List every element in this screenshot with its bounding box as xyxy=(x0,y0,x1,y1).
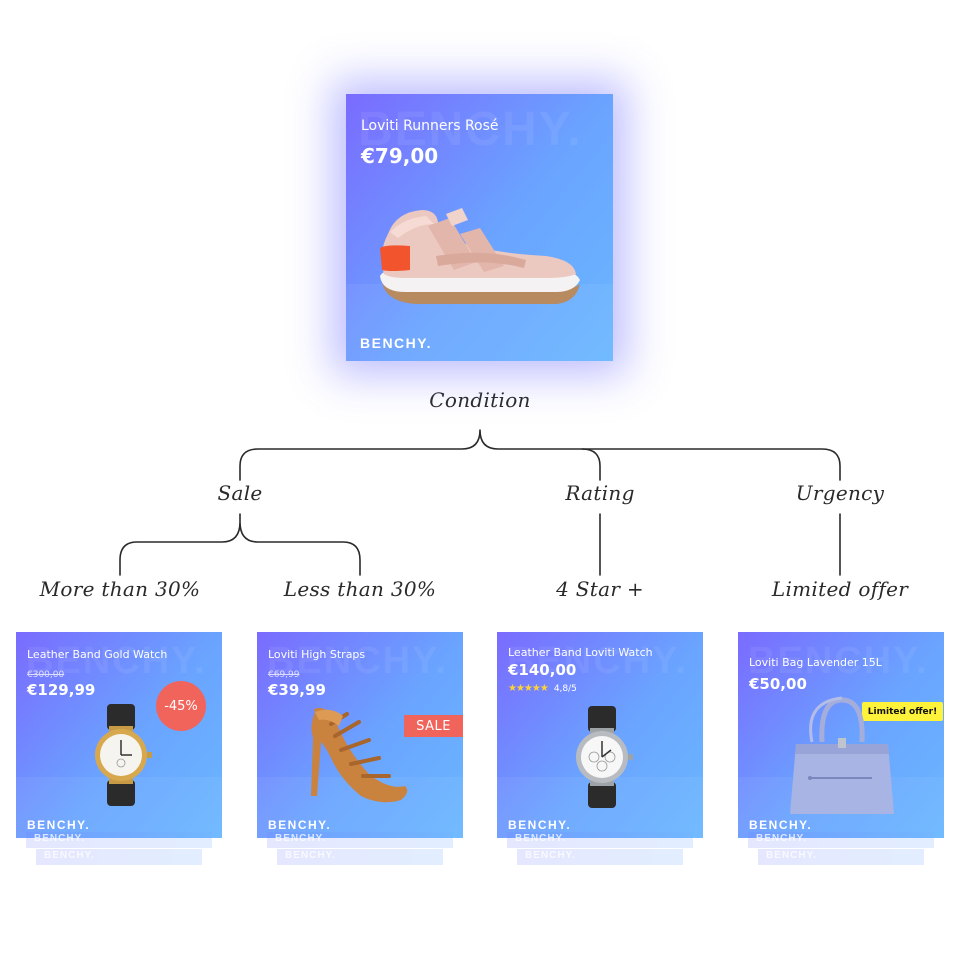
leaf-less-than-label: Less than 30% xyxy=(283,577,437,601)
card-watermark: BENCHY. xyxy=(26,640,207,682)
stacked-card-2b: BENCHY. xyxy=(277,849,443,865)
product-title: Leather Band Gold Watch xyxy=(27,648,168,661)
leaf-more-than-label: More than 30% xyxy=(39,577,201,601)
product-price: €50,00 xyxy=(749,675,807,693)
stacked-card-1a: BENCHY. xyxy=(26,832,212,848)
stacked-card-1b: BENCHY. xyxy=(36,849,202,865)
gold-watch-icon xyxy=(95,704,152,806)
limited-offer-badge: Limited offer! xyxy=(862,702,943,721)
product-title: Loviti Runners Rosé xyxy=(361,118,499,134)
connector-rating xyxy=(581,448,601,481)
stacked-card-3b: BENCHY. xyxy=(517,849,683,865)
product-title: Loviti High Straps xyxy=(268,648,366,661)
branch-sale-label: Sale xyxy=(217,481,263,505)
branch-rating-label: Rating xyxy=(565,481,635,505)
brand-logo: BENCHY. xyxy=(268,818,332,832)
product-title: Leather Band Loviti Watch xyxy=(508,646,653,659)
main-product-card: BENCHY. Loviti Runners Rosé €79,00 BENCH… xyxy=(346,94,613,361)
silver-watch-icon xyxy=(576,706,633,808)
brand-logo: BENCHY. xyxy=(749,818,813,832)
stacked-card-3a: BENCHY. xyxy=(507,832,693,848)
card-watermark: BENCHY. xyxy=(748,640,929,682)
product-card-gold-watch: BENCHY. Leather Band Gold Watch €300,00 … xyxy=(16,632,222,838)
stacked-card-4a: BENCHY. xyxy=(748,832,934,848)
product-price: €79,00 xyxy=(361,144,439,168)
card-watermark: BENCHY. xyxy=(267,640,448,682)
star-rating-icon: ★★★★★ xyxy=(508,683,549,694)
connector-root xyxy=(239,429,841,481)
leaf-four-star-label: 4 Star + xyxy=(556,577,644,601)
stacked-card-4b: BENCHY. xyxy=(758,849,924,865)
high-heel-icon xyxy=(311,708,408,803)
connector-sale xyxy=(119,513,361,576)
product-price: €39,99 xyxy=(268,681,326,699)
sneaker-icon xyxy=(380,208,580,304)
root-condition-label: Condition xyxy=(429,388,531,412)
sale-badge: SALE xyxy=(404,715,463,737)
rating-value: 4,8/5 xyxy=(553,683,577,694)
product-title: Loviti Bag Lavender 15L xyxy=(749,656,882,669)
card-watermark: BENCHY. xyxy=(507,640,688,682)
product-card-lavender-bag: BENCHY. Loviti Bag Lavender 15L €50,00 L… xyxy=(738,632,944,838)
product-old-price: €69,99 xyxy=(268,670,300,680)
discount-badge: -45% xyxy=(156,681,206,731)
product-old-price: €300,00 xyxy=(27,670,65,680)
card-watermark: BENCHY. xyxy=(358,103,583,156)
brand-logo: BENCHY. xyxy=(27,818,91,832)
product-price: €129,99 xyxy=(27,681,96,699)
stacked-card-2a: BENCHY. xyxy=(267,832,453,848)
brand-logo: BENCHY. xyxy=(360,335,432,351)
product-card-high-straps: BENCHY. Loviti High Straps €69,99 €39,99… xyxy=(257,632,463,838)
handbag-icon xyxy=(790,696,894,814)
product-price: €140,00 xyxy=(508,661,577,679)
brand-logo: BENCHY. xyxy=(508,818,572,832)
product-rating: ★★★★★ 4,8/5 xyxy=(508,683,577,694)
branch-urgency-label: Urgency xyxy=(795,481,885,505)
leaf-limited-label: Limited offer xyxy=(771,577,909,601)
product-card-silver-watch: BENCHY. Leather Band Loviti Watch €140,0… xyxy=(497,632,703,838)
